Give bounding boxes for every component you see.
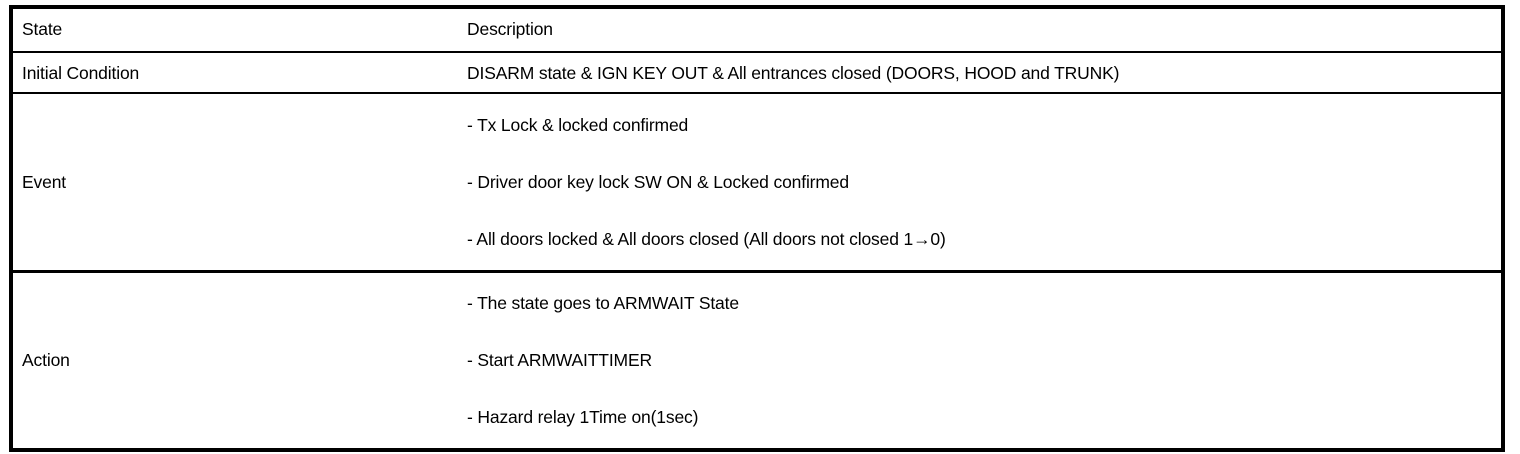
state-cell-event: Event: [11, 93, 458, 273]
action-bullet-item: - The state goes to ARMWAIT State: [467, 293, 739, 314]
column-header-state: State: [22, 19, 63, 39]
action-bullet-item: - Start ARMWAITTIMER: [467, 350, 652, 371]
column-header-description: Description: [467, 19, 553, 39]
event-bullet-list: - Tx Lock & locked confirmed - Driver do…: [458, 94, 1501, 270]
state-label-action: Action: [22, 350, 70, 371]
state-cell-initial-condition: Initial Condition: [11, 52, 458, 94]
header-cell-description: Description: [458, 7, 1503, 53]
action-bullet-item: - Hazard relay 1Time on(1sec): [467, 407, 699, 428]
table-row: Initial Condition DISARM state & IGN KEY…: [11, 52, 1503, 94]
description-cell-initial-condition: DISARM state & IGN KEY OUT & All entranc…: [458, 52, 1503, 94]
state-description-table: State Description Initial Condition: [9, 5, 1505, 452]
state-label-initial-condition: Initial Condition: [22, 63, 140, 83]
description-text-initial-condition: DISARM state & IGN KEY OUT & All entranc…: [467, 63, 1120, 83]
table-row: Event - Tx Lock & locked confirmed - Dri…: [11, 93, 1503, 273]
header-cell-state: State: [11, 7, 458, 53]
state-cell-action: Action: [11, 271, 458, 450]
spec-table-container: State Description Initial Condition: [9, 5, 1505, 452]
event-bullet-item: - All doors locked & All doors closed (A…: [467, 228, 946, 249]
event-bullet-item: - Tx Lock & locked confirmed: [467, 114, 689, 135]
description-cell-event: - Tx Lock & locked confirmed - Driver do…: [458, 93, 1503, 273]
description-cell-action: - The state goes to ARMWAIT State - Star…: [458, 271, 1503, 450]
action-bullet-list: - The state goes to ARMWAIT State - Star…: [458, 273, 1501, 449]
table-row: Action - The state goes to ARMWAIT State…: [11, 271, 1503, 450]
state-label-event: Event: [22, 171, 66, 192]
event-bullet-item: - Driver door key lock SW ON & Locked co…: [467, 171, 849, 192]
table-header-row: State Description: [11, 7, 1503, 53]
